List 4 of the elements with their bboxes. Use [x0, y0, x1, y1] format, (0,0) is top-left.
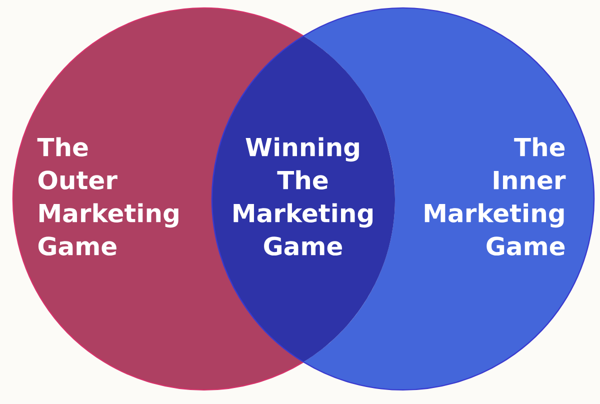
region-label: The Outer Marketing Game — [37, 137, 178, 256]
overlap-region — [211, 35, 395, 363]
region-label: Winning The Marketing Game — [234, 137, 373, 256]
region-label: The Inner Marketing Game — [424, 137, 566, 256]
